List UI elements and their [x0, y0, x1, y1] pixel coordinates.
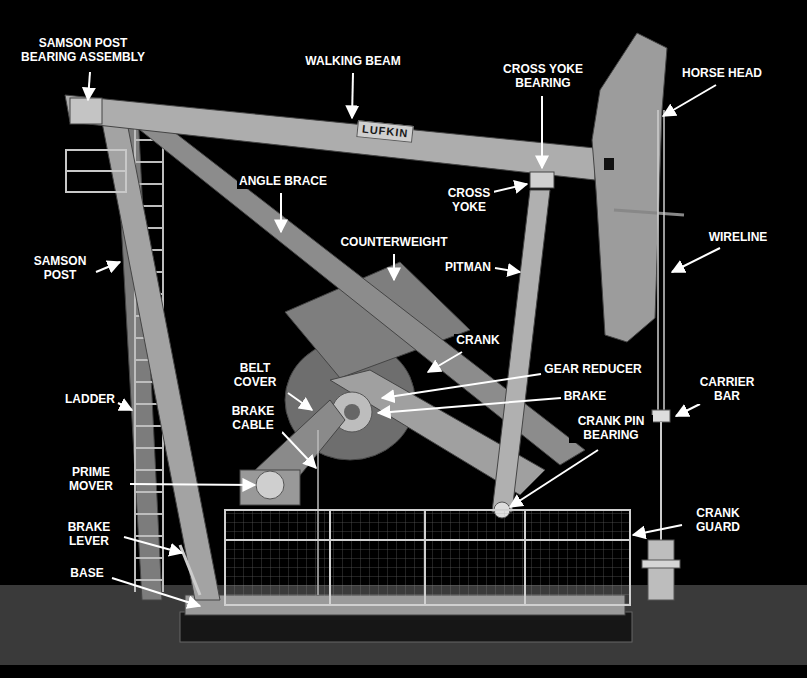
part-label: WALKING BEAM	[303, 55, 402, 69]
part-label: CROSS YOKE	[444, 187, 494, 215]
part-label: CRANK	[454, 334, 501, 348]
part-label: BRAKE LEVER	[59, 521, 119, 549]
polished-rod	[660, 422, 662, 545]
part-label: CROSS YOKE BEARING	[498, 63, 588, 91]
crank-guard	[225, 510, 630, 605]
concrete-pad	[180, 612, 632, 642]
part-label: HORSE HEAD	[680, 67, 764, 81]
part-label: WIRELINE	[707, 231, 770, 245]
crank-guard-posts	[225, 510, 630, 605]
part-label: BRAKE CABLE	[224, 405, 282, 433]
ladder-rung	[135, 425, 163, 427]
ladder-rung	[135, 535, 163, 537]
wireline	[663, 110, 665, 412]
part-label: LADDER	[63, 393, 117, 407]
brake-hub	[344, 404, 360, 420]
part-label: BASE	[68, 567, 105, 581]
part-label: PITMAN	[443, 261, 493, 275]
hanger	[614, 210, 684, 215]
part-label: CRANK PIN BEARING	[569, 415, 653, 443]
samson-post-bearing	[70, 98, 102, 124]
ladder-rung	[135, 579, 163, 581]
horse-head-hole	[604, 158, 614, 170]
ladder-rung	[135, 469, 163, 471]
ladder-rung	[135, 161, 163, 163]
ladder-rung	[135, 513, 163, 515]
ladder-rung	[135, 447, 163, 449]
wireline	[657, 110, 659, 412]
part-label: GEAR REDUCER	[542, 363, 643, 377]
ladder-rung	[135, 491, 163, 493]
part-label: CRANK GUARD	[686, 507, 750, 535]
part-label: SAMSON POST BEARING ASSEMBLY	[13, 37, 153, 65]
part-label: ANGLE BRACE	[237, 175, 329, 189]
pitman	[492, 190, 550, 512]
part-label: BRAKE	[562, 390, 609, 404]
part-label: SAMSON POST	[28, 255, 92, 283]
motor-end	[256, 471, 284, 499]
brand-plate: LUFKIN	[356, 120, 414, 142]
part-label: BELT COVER	[226, 362, 284, 390]
ladder-rung	[135, 557, 163, 559]
platform-railing	[66, 150, 126, 192]
leader-arrows	[88, 72, 720, 606]
horse-head	[592, 33, 667, 342]
part-label: COUNTERWEIGHT	[338, 236, 449, 250]
walking-beam	[65, 95, 595, 180]
part-label: PRIME MOVER	[59, 466, 123, 494]
part-label: CARRIER BAR	[692, 376, 762, 404]
prime-mover	[240, 470, 300, 505]
carrier-bar	[652, 410, 670, 422]
brake-lever	[180, 545, 200, 595]
wellhead-flange	[642, 560, 680, 568]
wellhead	[648, 540, 674, 600]
cross-yoke-bearing	[530, 172, 554, 188]
